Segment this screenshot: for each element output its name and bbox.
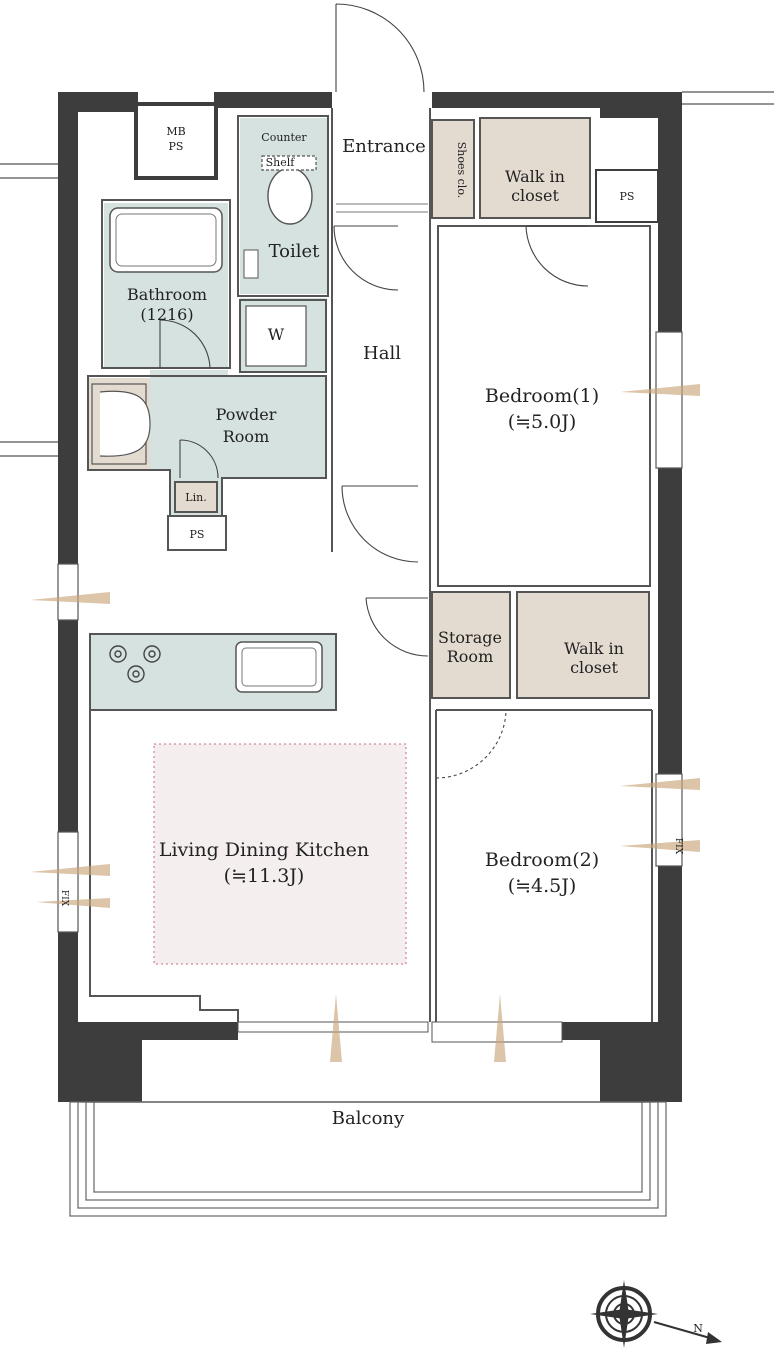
shelf-label: Shelf [266, 156, 296, 169]
ldk-label: Living Dining Kitchen [159, 839, 369, 861]
room-labels: MB PS Counter Shelf Entrance Shoes clo. … [59, 125, 683, 1129]
bedroom-1-size-label: (≒5.0J) [508, 411, 577, 433]
counter-label: Counter [261, 131, 307, 144]
mb-ps-label: PS [169, 140, 184, 153]
powder-room-label-2: Room [223, 427, 269, 446]
bedroom-1-label: Bedroom(1) [485, 385, 599, 407]
fix-left-label: FIX [59, 890, 69, 907]
compass-north-label: N [693, 1322, 703, 1335]
walk-in-closet-1-area [480, 118, 590, 218]
ldk-size-label: (≒11.3J) [224, 865, 305, 887]
ldk-zone [153, 743, 407, 965]
balcony-label: Balcony [332, 1108, 405, 1129]
ps-right-label: PS [620, 190, 635, 203]
entrance-label: Entrance [342, 136, 426, 157]
bathroom-size-label: (1216) [140, 305, 193, 324]
powder-room-label: Powder [216, 405, 277, 424]
walls [58, 92, 682, 1102]
shoes-closet-area [432, 121, 474, 217]
walk-in-closet-1-label-2: closet [511, 186, 559, 205]
walk-in-closet-2-label-2: closet [570, 658, 618, 677]
bathroom-label: Bathroom [127, 285, 207, 304]
linen-area [175, 482, 217, 512]
mb-label: MB [166, 125, 185, 138]
shoes-closet-label: Shoes clo. [455, 142, 468, 199]
walk-in-closet-1-label-1: Walk in [505, 167, 565, 186]
bedroom-2-label: Bedroom(2) [485, 849, 599, 871]
storage-room-label-2: Room [447, 647, 493, 666]
kitchen-sink [235, 641, 323, 693]
storage-room-area [433, 592, 510, 698]
balcony [69, 1101, 667, 1217]
washer-label: W [268, 325, 285, 344]
fix-right-label: FIX [673, 838, 683, 855]
bedroom-2-size-label: (≒4.5J) [508, 875, 577, 897]
compass-rose-icon: N [590, 1280, 722, 1348]
walk-in-closet-2-area [517, 592, 649, 698]
bathtub [109, 207, 223, 273]
partitions [87, 108, 653, 1022]
ps-left-label: PS [190, 528, 205, 541]
toilet-bowl [267, 167, 313, 225]
fixtures [91, 155, 323, 693]
stove [109, 645, 161, 683]
hall-label: Hall [363, 343, 401, 364]
walk-in-closet-2-label-1: Walk in [564, 639, 624, 658]
linen-label: Lin. [185, 491, 206, 504]
toilet-label: Toilet [269, 241, 321, 262]
airflow-markers [30, 384, 700, 1062]
windows [0, 91, 774, 933]
storage-room-label: Storage [438, 628, 502, 647]
